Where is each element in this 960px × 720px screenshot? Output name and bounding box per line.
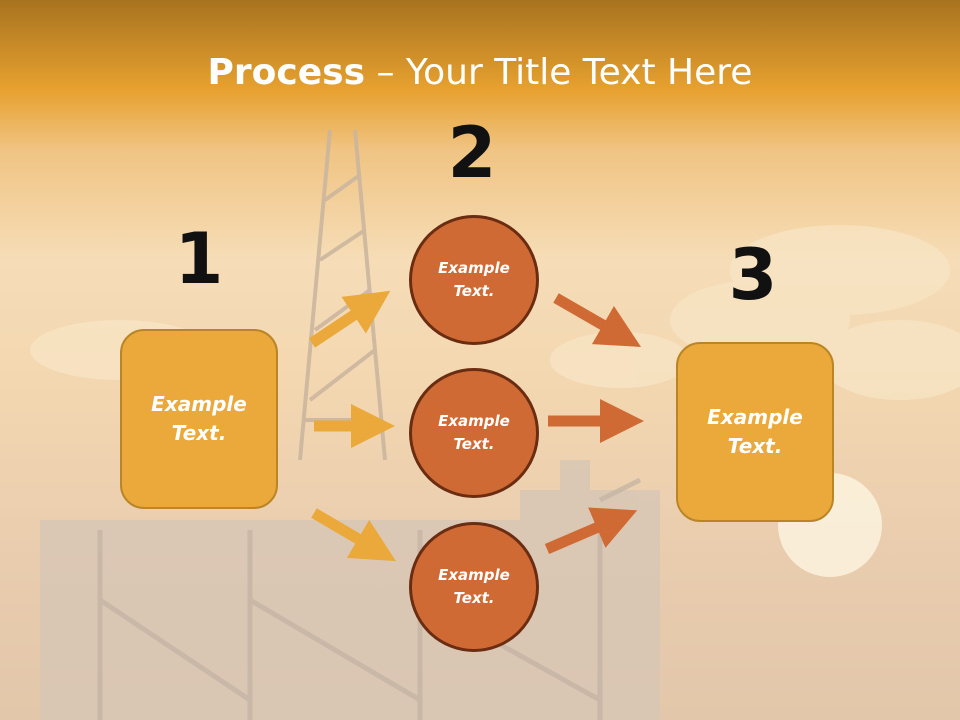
circle-top: Example Text.	[409, 215, 539, 345]
step-number-1: 1	[174, 218, 224, 300]
step-number-2: 2	[447, 112, 497, 194]
title-bold: Process	[207, 52, 366, 93]
circle-bottom: Example Text.	[409, 522, 539, 652]
arrow-1-to-top	[308, 290, 391, 348]
arrow-1-to-bottom	[311, 508, 396, 562]
step-box-1: Example Text.	[120, 329, 278, 509]
circle-middle: Example Text.	[409, 368, 539, 498]
step-number-3: 3	[728, 234, 778, 316]
step-box-3-text: Example Text.	[707, 405, 803, 458]
step-box-3: Example Text.	[676, 342, 834, 522]
slide-title: Process – Your Title Text Here	[0, 52, 960, 93]
circle-middle-text: Example Text.	[438, 412, 510, 453]
circle-top-text: Example Text.	[438, 259, 510, 300]
arrow-bottom-to-3	[544, 507, 638, 555]
circle-bottom-text: Example Text.	[438, 566, 510, 607]
title-rest: – Your Title Text Here	[365, 52, 753, 93]
arrow-top-to-3	[553, 293, 642, 347]
step-box-1-text: Example Text.	[151, 392, 247, 445]
